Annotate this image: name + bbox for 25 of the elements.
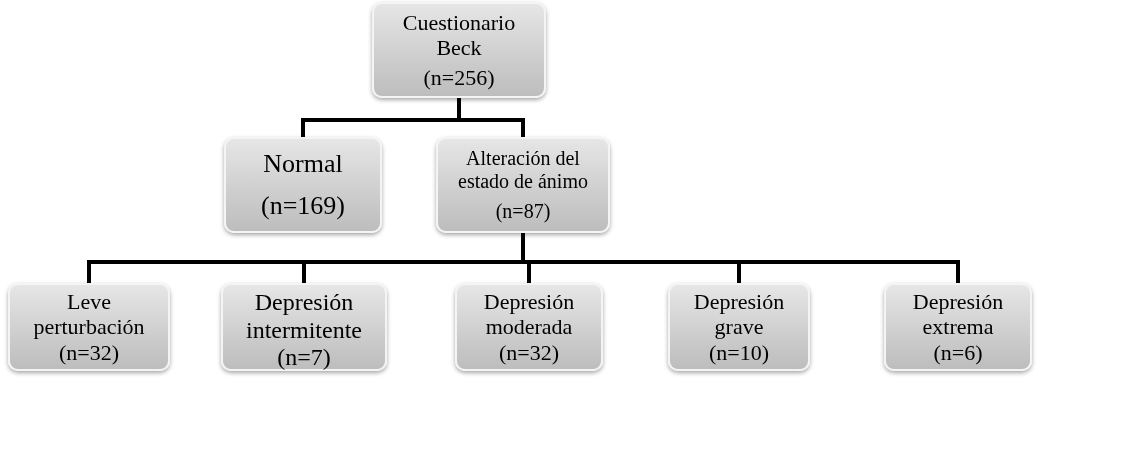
- category-box: [436, 137, 610, 233]
- count-label: (n=256): [423, 64, 495, 90]
- count-label: (n=7): [277, 344, 331, 372]
- category-box: [884, 283, 1032, 371]
- connector-line: [457, 98, 525, 137]
- category-box: [8, 283, 170, 371]
- category-box: [221, 283, 387, 371]
- category-box: [224, 137, 382, 233]
- count-label: (n=32): [498, 339, 560, 365]
- category-label: Alteración del estado de ánimo: [457, 146, 589, 193]
- category-label: Depresión grave: [692, 289, 786, 340]
- count-label: (n=87): [495, 200, 551, 224]
- count-label: (n=32): [58, 339, 120, 365]
- category-box: [455, 283, 603, 371]
- category-label: Depresión intermitente: [245, 289, 363, 345]
- count-label: (n=10): [708, 339, 770, 365]
- category-label: Depresión extrema: [911, 289, 1005, 340]
- count-label: (n=6): [933, 339, 983, 365]
- count-label: (n=169): [261, 191, 345, 221]
- category-label: Leve perturbación: [32, 289, 146, 340]
- category-box: [372, 2, 546, 98]
- category-label: Normal: [263, 149, 343, 179]
- category-label: Cuestionario Beck: [401, 10, 517, 61]
- category-box: [668, 283, 810, 371]
- category-label: Depresión moderada: [482, 289, 576, 340]
